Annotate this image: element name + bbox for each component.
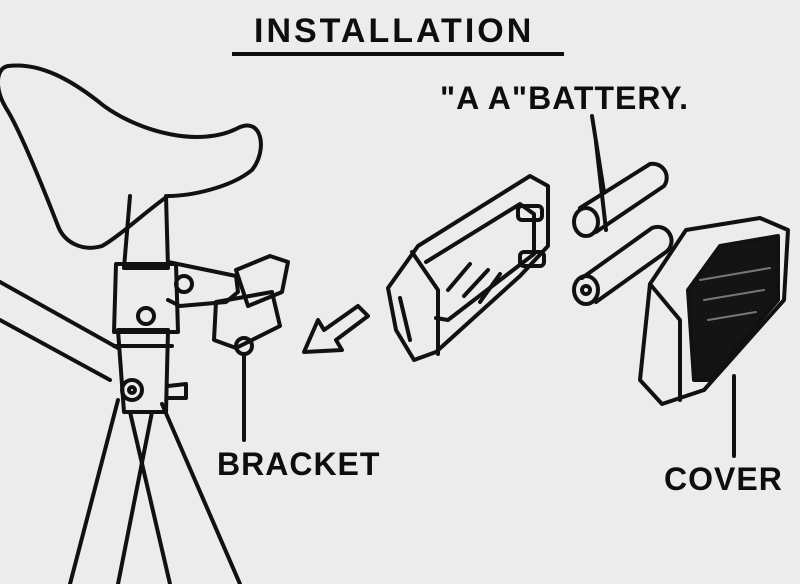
seatpost-clamp (166, 254, 290, 356)
battery-label: "A A"BATTERY. (440, 80, 689, 116)
aa-batteries (572, 114, 674, 306)
lamp-cover (638, 216, 790, 406)
insertion-arrow (302, 304, 370, 354)
lamp-housing (386, 174, 550, 362)
bracket-label: BRACKET (217, 446, 381, 482)
bicycle-frame (0, 280, 242, 584)
bicycle-saddle (0, 63, 263, 334)
diagram-title: INSTALLATION (254, 12, 535, 50)
cover-label: COVER (664, 461, 783, 497)
title-underline (232, 52, 564, 56)
